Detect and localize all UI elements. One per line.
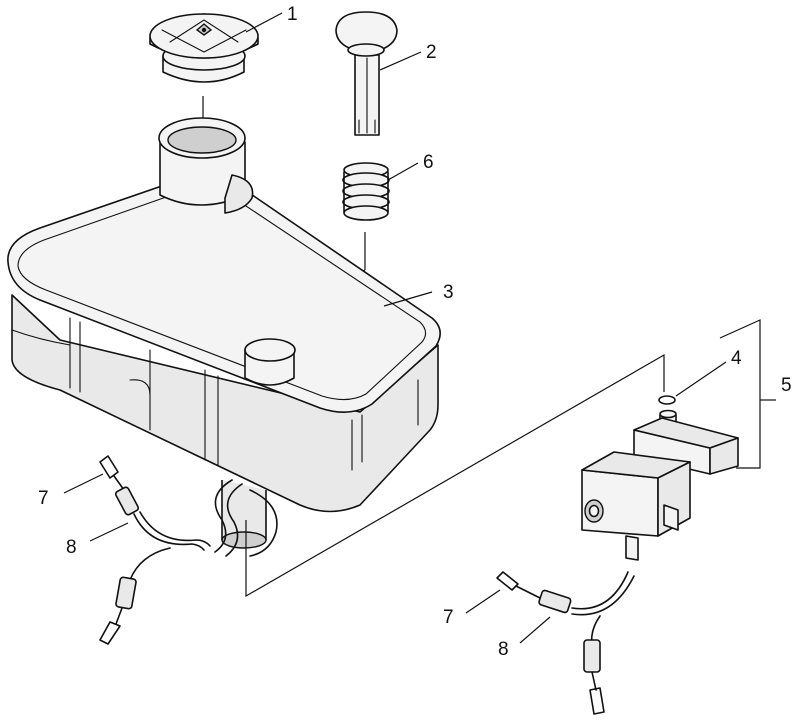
callout-8-right: 8 [498, 639, 509, 660]
wire-harness-left-part [99, 455, 211, 645]
spring-part [342, 162, 390, 221]
callout-7-right: 7 [443, 607, 454, 628]
o-ring-part [658, 395, 676, 405]
callout-3: 3 [443, 282, 454, 303]
callout-6: 6 [423, 152, 434, 173]
callout-2: 2 [426, 42, 437, 63]
valve-plunger-part [335, 11, 398, 136]
callout-8-left: 8 [66, 537, 77, 558]
filler-cap-part [149, 13, 259, 83]
callout-7-left: 7 [38, 488, 49, 509]
callout-5: 5 [781, 375, 792, 396]
callout-1: 1 [287, 4, 298, 25]
callout-4: 4 [731, 348, 742, 369]
wire-harness-right-part [496, 571, 635, 715]
solenoid-valve-part [581, 409, 739, 561]
reservoir-tank-part [7, 117, 441, 549]
